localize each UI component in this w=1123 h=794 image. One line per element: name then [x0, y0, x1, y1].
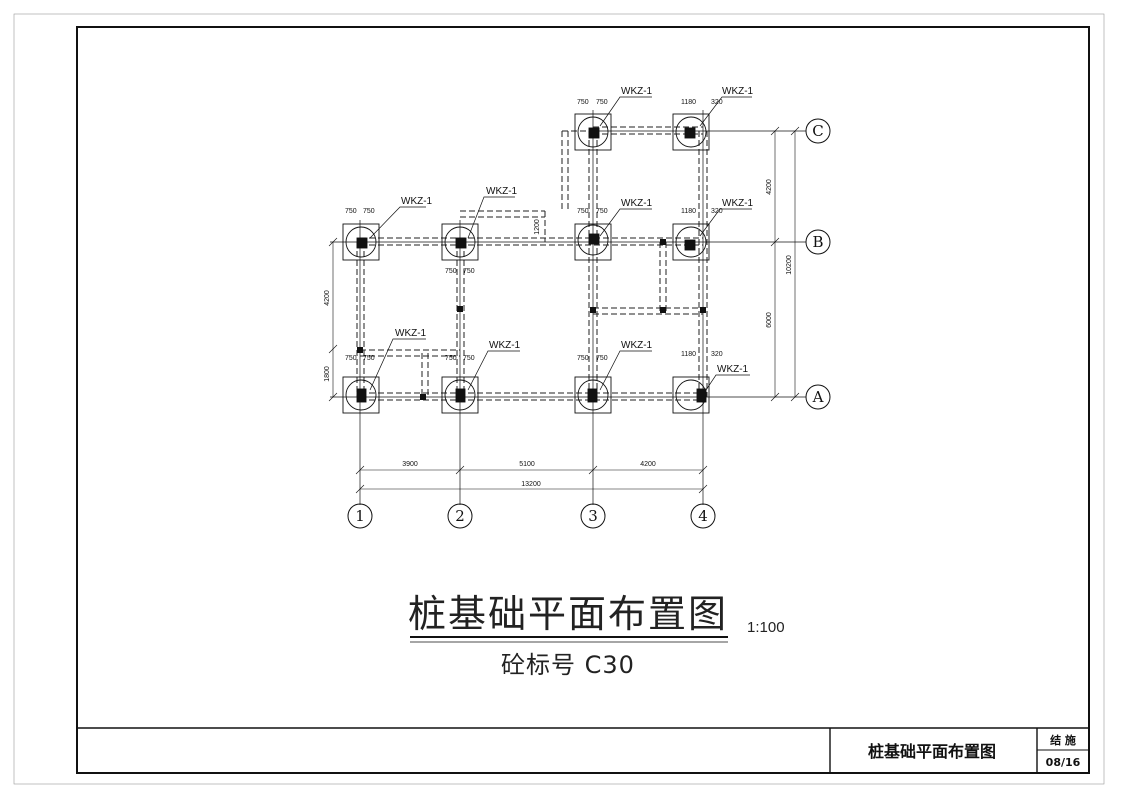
pile-cap-c4: [672, 113, 710, 151]
axis-label-row-b: B: [812, 233, 823, 251]
concrete-grade-note: 砼标号 C30: [501, 651, 635, 679]
dim-beam-offset: 1200: [534, 219, 541, 235]
dim-total-horizontal: 13200: [521, 481, 541, 488]
dim-span-2-3: 5100: [519, 461, 535, 468]
axis-label-row-c: C: [812, 122, 823, 140]
title-block-sheet-number: 08/16: [1046, 756, 1081, 769]
beam-posts: [357, 239, 706, 400]
axis-label-col-2: 2: [455, 507, 465, 525]
pile-caps: [342, 113, 710, 414]
dim-b2-below-right: 750: [463, 268, 475, 275]
left-dimension-chain: [328, 237, 338, 402]
pile-leaders: [369, 96, 752, 391]
dim-a4-right: 320: [711, 351, 723, 358]
pile-cap-a2: [441, 376, 479, 414]
row-axis-bubbles: [805, 118, 831, 410]
dim-b3-right: 750: [596, 208, 608, 215]
frame-border: [76, 26, 1090, 774]
dim-b3-left: 750: [577, 208, 589, 215]
dim-b1-left: 750: [345, 208, 357, 215]
dim-span-b-a: 6000: [766, 312, 773, 328]
dim-span-1-2: 3900: [402, 461, 418, 468]
pile-label-b2: WKZ-1: [486, 186, 518, 197]
dim-left-span: 4200: [324, 290, 331, 306]
dim-left-bottom: 1800: [324, 366, 331, 382]
dim-c3-right: 750: [596, 99, 608, 106]
dim-b4-left: 1180: [681, 208, 696, 215]
dim-a1-right: 750: [363, 355, 375, 362]
outer-trim-line: [13, 13, 1105, 785]
axis-label-col-4: 4: [698, 507, 708, 525]
pile-cap-c3: [574, 113, 612, 151]
dim-span-3-4: 4200: [640, 461, 656, 468]
pile-cap-b3: [574, 223, 612, 261]
pile-label-a1: WKZ-1: [395, 328, 427, 339]
pile-cap-a4: [672, 376, 710, 414]
pile-label-b1: WKZ-1: [401, 196, 433, 207]
title-block-discipline: 结 施: [1049, 733, 1076, 747]
pile-cap-b1: [342, 223, 380, 261]
pile-label-b3: WKZ-1: [621, 198, 653, 209]
dim-a2-right: 750: [463, 355, 475, 362]
dim-b4-right: 320: [711, 208, 723, 215]
pile-label-a2: WKZ-1: [489, 340, 521, 351]
pile-labels: WKZ-1 WKZ-1 WKZ-1 WKZ-1 WKZ-1 WKZ-1 WKZ-…: [395, 86, 754, 375]
dim-a3-right: 750: [596, 355, 608, 362]
pile-cap-b4: [672, 223, 710, 261]
dim-c4-right: 320: [711, 99, 723, 106]
column-axis-bubbles: [347, 503, 716, 529]
pile-cap-dimensions: 750 750 750 750 1180 320 750 750 1180 32…: [345, 99, 723, 362]
ground-beams: [356, 126, 708, 401]
title-block-drawing-name: 桩基础平面布置图: [868, 742, 996, 761]
pile-cap-a3: [574, 376, 612, 414]
pile-label-c3: WKZ-1: [621, 86, 653, 97]
drawing-title: 桩基础平面布置图: [408, 592, 728, 636]
title-block: 桩基础平面布置图 结 施 08/16: [77, 727, 1089, 773]
dim-c3-left: 750: [577, 99, 589, 106]
right-dimension-chain: [770, 126, 800, 402]
axis-label-col-3: 3: [588, 507, 598, 525]
axis-label-col-1: 1: [355, 507, 365, 525]
dim-a4-left: 1180: [681, 351, 696, 358]
dim-total-vertical: 10200: [786, 255, 793, 275]
dim-span-c-b: 4200: [766, 179, 773, 195]
drawing-scale: 1:100: [747, 619, 785, 636]
pile-label-a4: WKZ-1: [717, 364, 749, 375]
pile-cap-a1: [342, 376, 380, 414]
dim-b2-below-left: 750: [445, 268, 457, 275]
axis-label-row-a: A: [812, 388, 824, 406]
dim-a2-left: 750: [445, 355, 457, 362]
dim-a3-left: 750: [577, 355, 589, 362]
dim-b1-right: 750: [363, 208, 375, 215]
pile-label-b4: WKZ-1: [722, 198, 754, 209]
bottom-dimension-chain: [355, 465, 708, 494]
dim-c4-left: 1180: [681, 99, 696, 106]
pile-cap-b2: [441, 223, 479, 261]
dim-a1-left: 750: [345, 355, 357, 362]
pile-label-c4: WKZ-1: [722, 86, 754, 97]
pile-label-a3: WKZ-1: [621, 340, 653, 351]
